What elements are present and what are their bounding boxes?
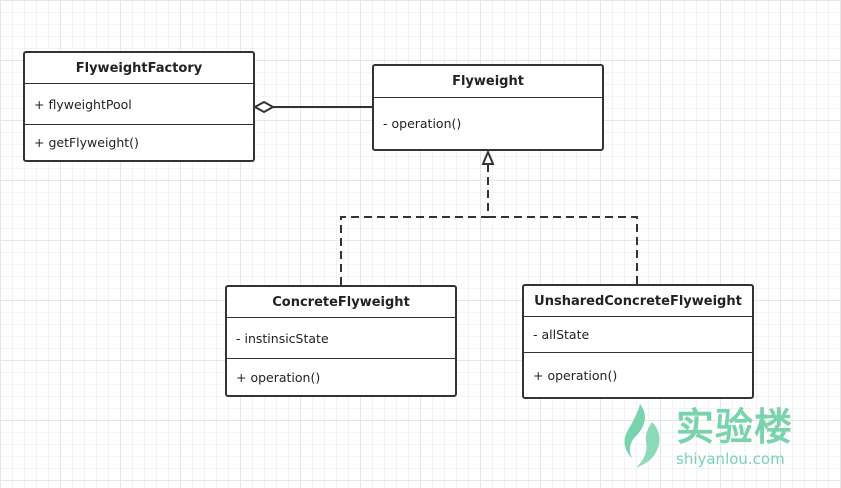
class-concrete-flyweight[interactable]: ConcreteFlyweight - instinsicState + ope… (225, 285, 457, 397)
realization-line-concrete (340, 164, 489, 285)
class-name: UnsharedConcreteFlyweight (524, 286, 752, 317)
class-attribute: + flyweightPool (25, 84, 253, 125)
watermark-domain: shiyanlou.com (676, 450, 785, 468)
class-operation: - operation() (383, 116, 462, 131)
watermark: 实验楼 shiyanlou.com (622, 402, 802, 474)
class-flyweight[interactable]: Flyweight - operation() (372, 64, 604, 151)
class-name: Flyweight (374, 66, 602, 98)
class-operation: + operation() (236, 369, 321, 385)
realization-arrowhead (481, 149, 495, 165)
class-flyweight-factory[interactable]: FlyweightFactory + flyweightPool + getFl… (23, 51, 255, 162)
class-name: FlyweightFactory (25, 53, 253, 84)
class-name: ConcreteFlyweight (227, 287, 455, 318)
class-unshared-concrete-flyweight[interactable]: UnsharedConcreteFlyweight - allState + o… (522, 284, 754, 399)
realization-line-unshared (488, 216, 638, 284)
class-attribute: - instinsicState (227, 318, 455, 359)
class-operation: + operation() (533, 367, 618, 383)
shiyanlou-logo-icon (624, 404, 660, 468)
class-operation: + getFlyweight() (34, 135, 139, 150)
watermark-name: 实验楼 (676, 405, 794, 449)
class-attribute: - allState (524, 317, 752, 353)
aggregation-diamond (252, 100, 276, 114)
